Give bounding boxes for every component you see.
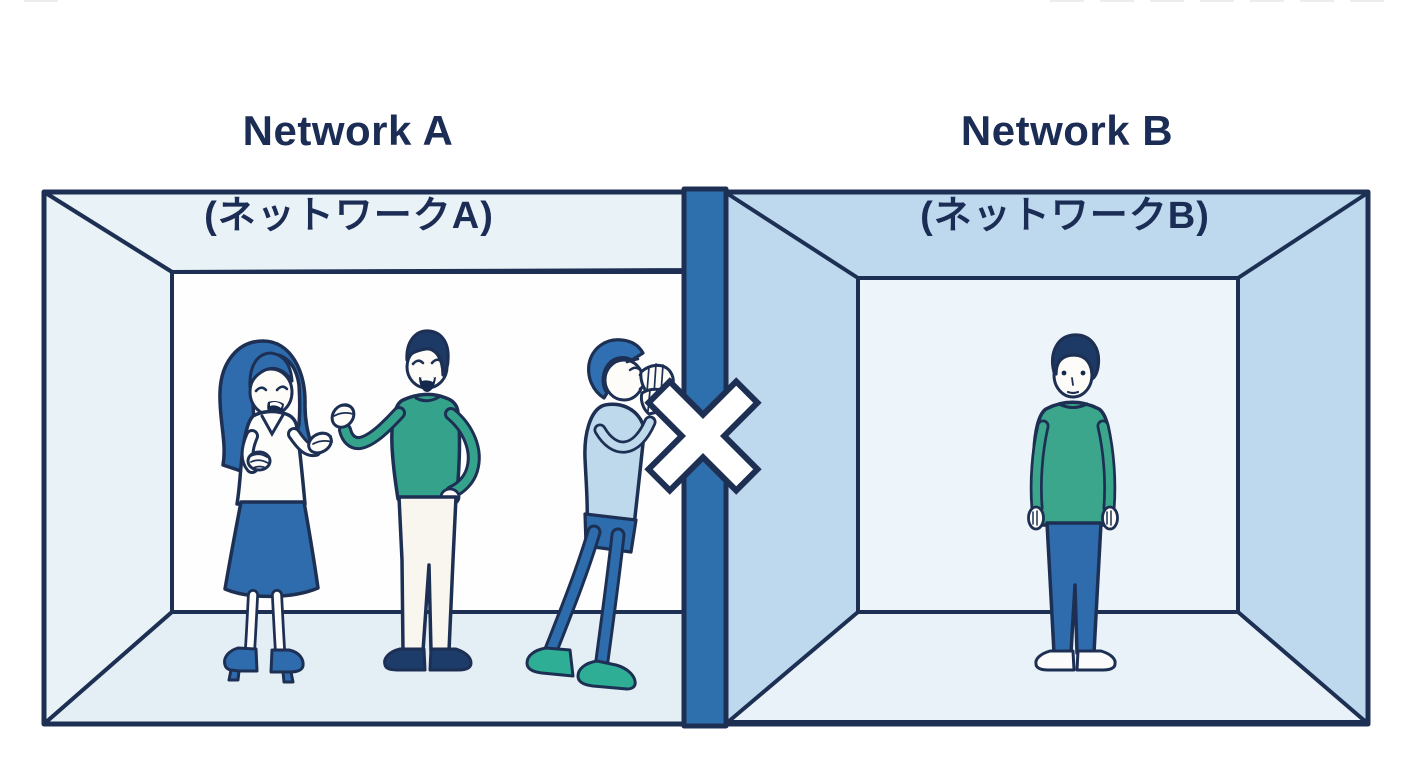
man-talking-sweater	[390, 392, 462, 501]
man-talking-pants	[397, 495, 458, 653]
scan-artifact-line	[1050, 0, 1395, 2]
man-alone-hair	[1051, 333, 1101, 381]
woman-skirt	[223, 500, 320, 599]
man-shouting-face	[603, 358, 645, 402]
man-alone	[1027, 333, 1119, 672]
woman-hair-fringe	[248, 351, 294, 389]
man-shouting-shoes	[525, 646, 637, 691]
network-b-title: Network B	[960, 107, 1174, 154]
network-a-subtitle-jp: (ネットワークA)	[204, 195, 494, 237]
room-b-corner-top-right	[1236, 192, 1368, 280]
man-alone-hand-left	[1027, 505, 1045, 531]
man-alone-hand-right	[1101, 505, 1119, 531]
man-talking-hair	[405, 329, 450, 377]
man-shouting-hair	[587, 338, 645, 400]
blocked-x-icon	[644, 377, 762, 495]
network-b-subtitle-jp: (ネットワークB)	[920, 195, 1210, 237]
man-talking-shoes	[383, 647, 473, 672]
network-a-title: Network A	[242, 107, 454, 154]
man-alone-pants	[1045, 521, 1103, 655]
room-b-corner-top-left	[726, 192, 860, 280]
man-talking	[330, 329, 481, 672]
woman-talking	[218, 339, 333, 684]
man-shouting-sweater	[583, 402, 646, 528]
man-alone-shoes	[1034, 649, 1117, 672]
woman-heels	[223, 646, 305, 684]
man-shouting	[525, 338, 675, 691]
scan-artifact-dash	[24, 0, 68, 2]
